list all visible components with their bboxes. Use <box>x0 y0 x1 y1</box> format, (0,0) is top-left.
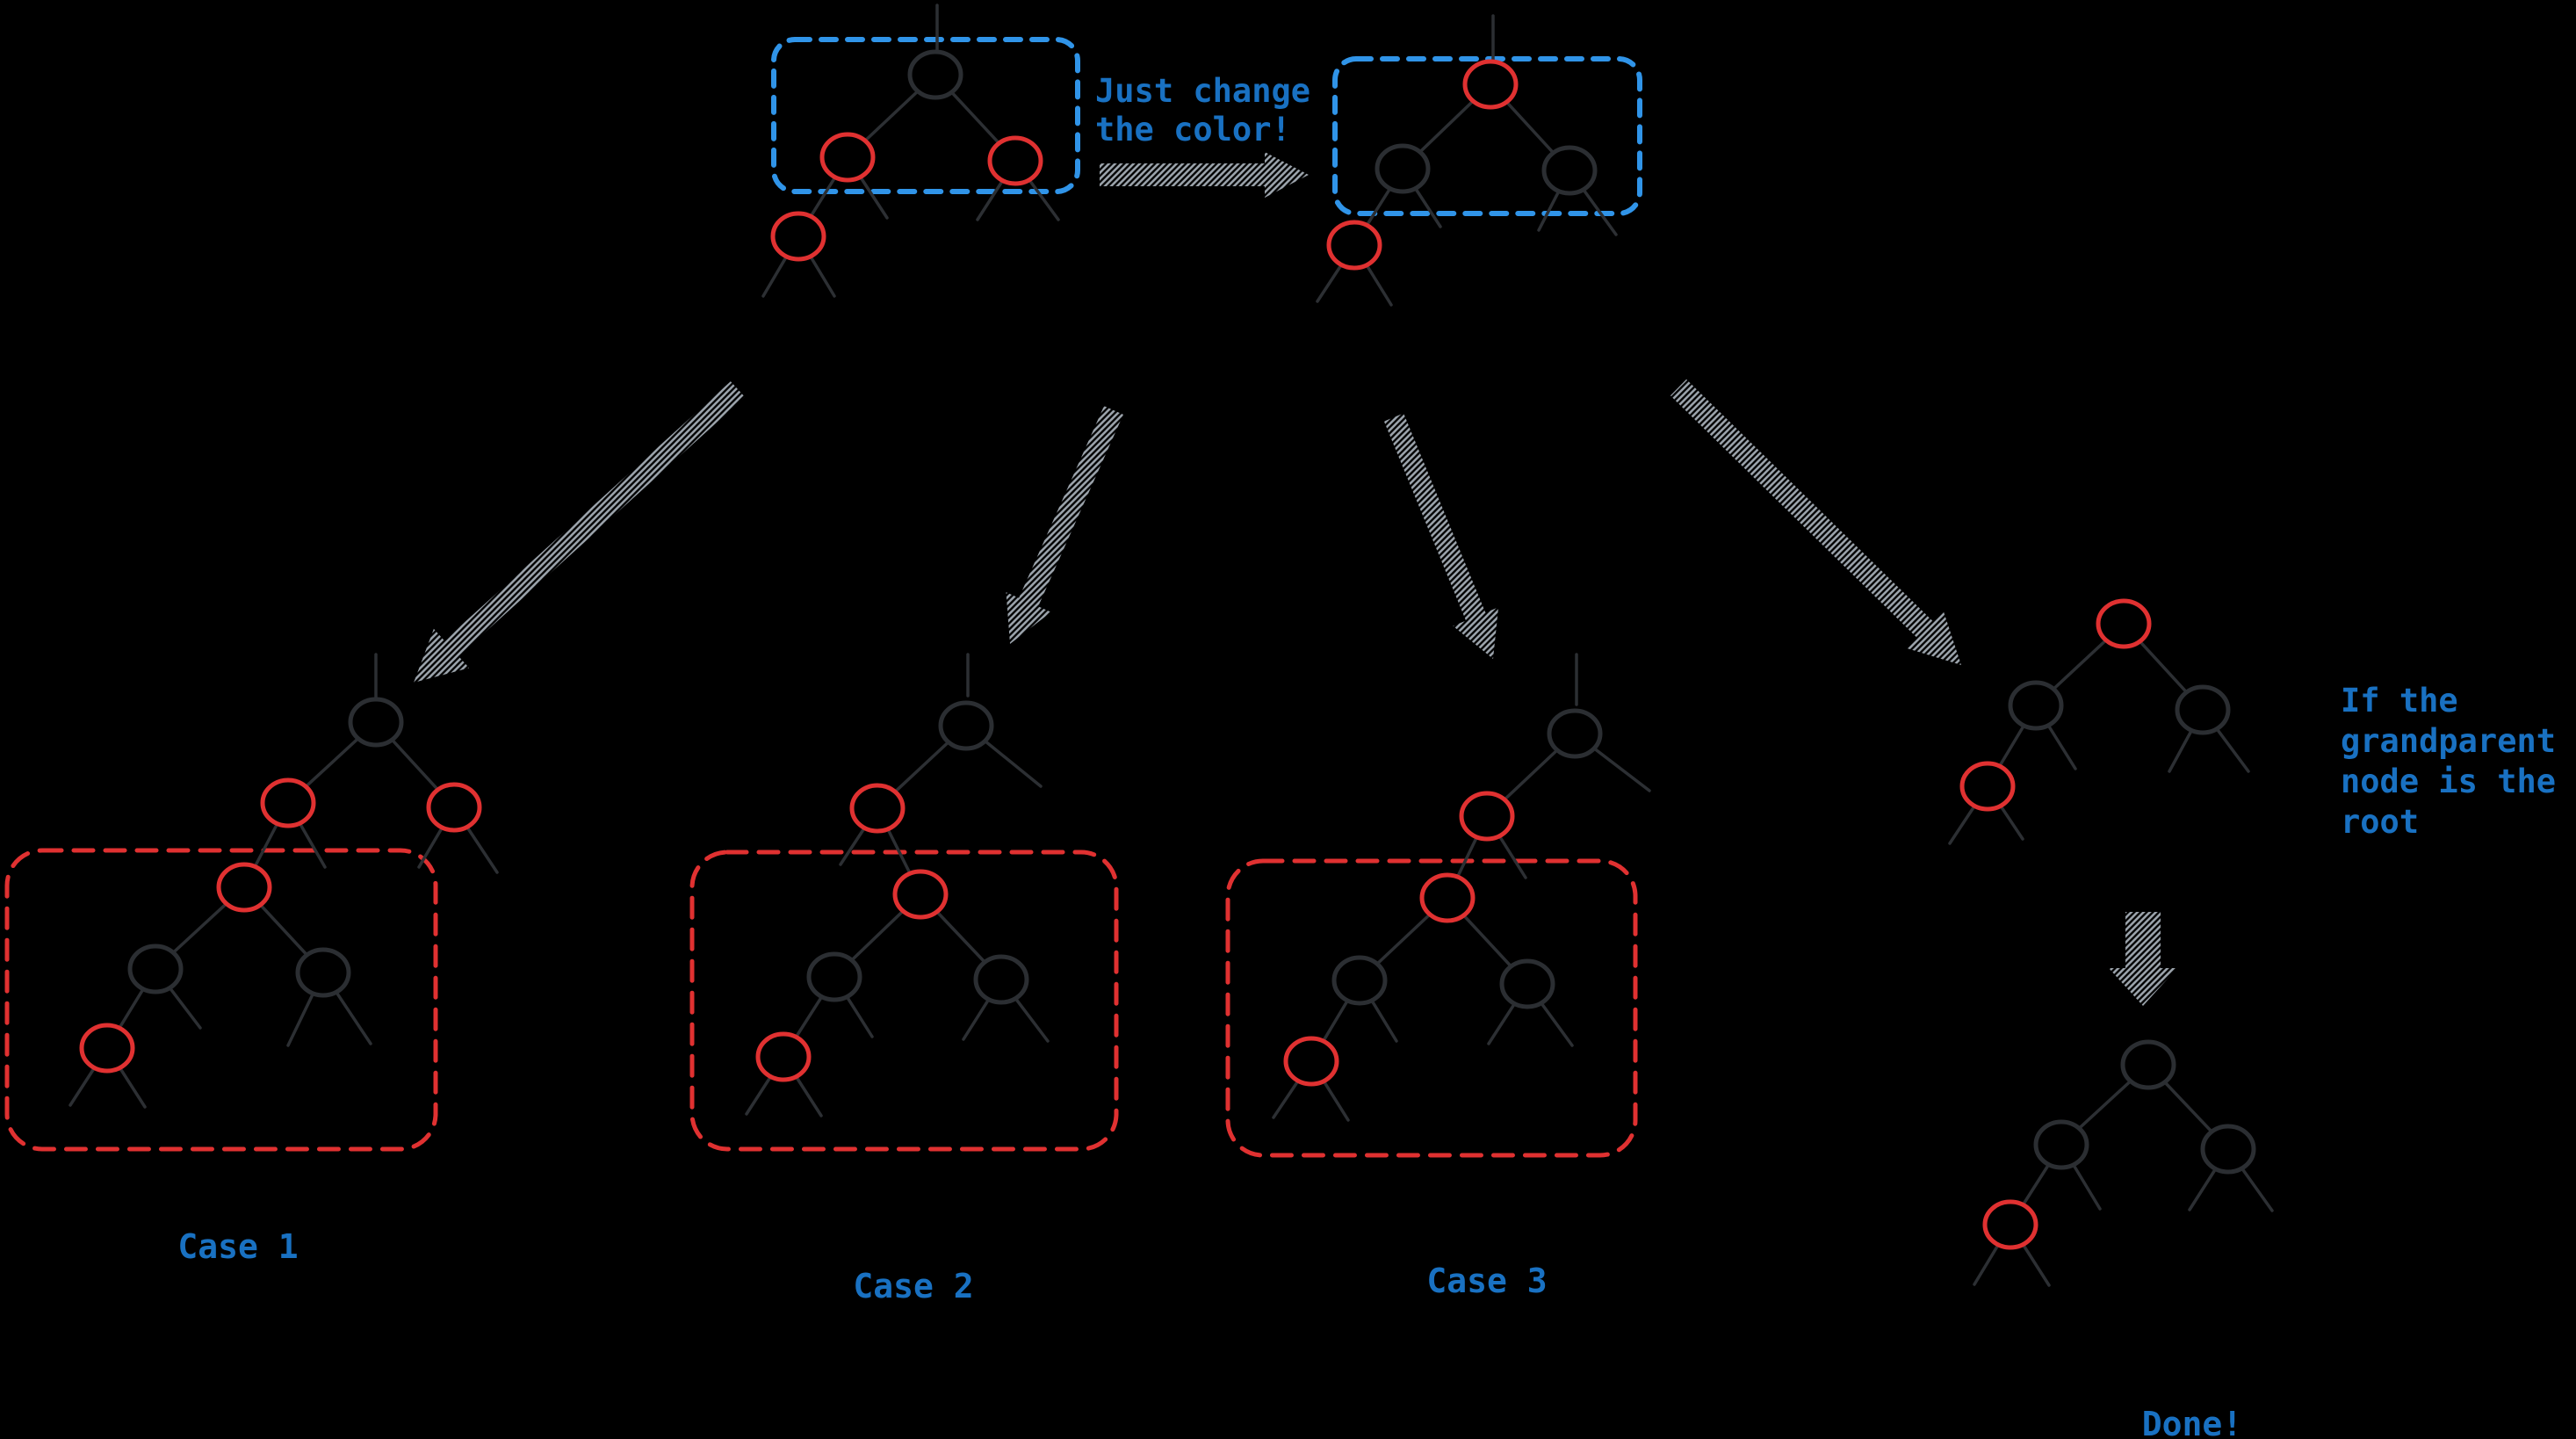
label-just-change-the-color: Just change <box>1095 72 1310 110</box>
red-node <box>819 132 876 183</box>
black-node <box>2008 680 2064 731</box>
arrow-to-grandparent-case <box>1670 379 1961 665</box>
red-node <box>755 1031 812 1082</box>
recolor-after-box <box>1332 56 1642 216</box>
label-case-3: Case 3 <box>1426 1262 1547 1300</box>
black-node <box>1375 143 1431 194</box>
red-node <box>987 135 1043 186</box>
red-node <box>770 211 826 262</box>
red-node <box>892 869 949 920</box>
black-node <box>348 697 404 748</box>
black-node <box>2120 1039 2176 1090</box>
black-node <box>1541 145 1598 196</box>
label-done: Done! <box>2142 1405 2242 1439</box>
arrow-to-done <box>2109 912 2177 1006</box>
black-node <box>1547 708 1603 759</box>
case-1-box <box>4 848 438 1152</box>
black-node <box>907 49 963 100</box>
recolor-arrow <box>1100 152 1309 198</box>
red-node <box>216 862 272 913</box>
red-node <box>79 1023 135 1074</box>
case-3-box <box>1225 858 1638 1158</box>
black-node <box>127 944 184 994</box>
black-node <box>2200 1124 2256 1175</box>
flow-arrows <box>414 152 2177 1006</box>
red-node <box>426 782 482 833</box>
label-grandparent-note: node is the <box>2341 763 2556 800</box>
black-node <box>295 947 351 998</box>
case-2-box <box>689 850 1119 1152</box>
black-node <box>1499 958 1555 1009</box>
black-node <box>973 954 1029 1005</box>
label-case-1: Case 1 <box>177 1227 298 1266</box>
recolor-before-box <box>771 37 1080 194</box>
label-just-change-the-color: the color! <box>1095 111 1291 148</box>
red-node <box>1459 791 1515 842</box>
black-node <box>2175 684 2231 735</box>
red-node <box>1283 1036 1339 1087</box>
arrow-to-case-3 <box>1383 413 1499 659</box>
red-node <box>260 777 316 828</box>
tree-nodes <box>79 49 2256 1250</box>
black-node <box>806 951 862 1002</box>
black-node <box>938 700 994 751</box>
label-grandparent-note: grandparent <box>2341 722 2556 760</box>
label-grandparent-note: root <box>2341 803 2419 841</box>
red-node <box>1982 1199 2038 1250</box>
red-node <box>2096 598 2152 649</box>
red-node <box>849 783 906 834</box>
label-grandparent-note: If the <box>2341 682 2458 720</box>
arrow-to-case-2 <box>1006 406 1123 644</box>
arrow-to-case-1 <box>414 381 746 683</box>
red-node <box>1326 220 1382 271</box>
red-node <box>1462 59 1519 110</box>
highlight-boxes <box>4 37 1642 1158</box>
black-node <box>1331 955 1388 1006</box>
red-node <box>1959 761 2016 812</box>
red-node <box>1419 872 1476 923</box>
black-node <box>2033 1119 2089 1170</box>
label-case-2: Case 2 <box>853 1267 973 1305</box>
